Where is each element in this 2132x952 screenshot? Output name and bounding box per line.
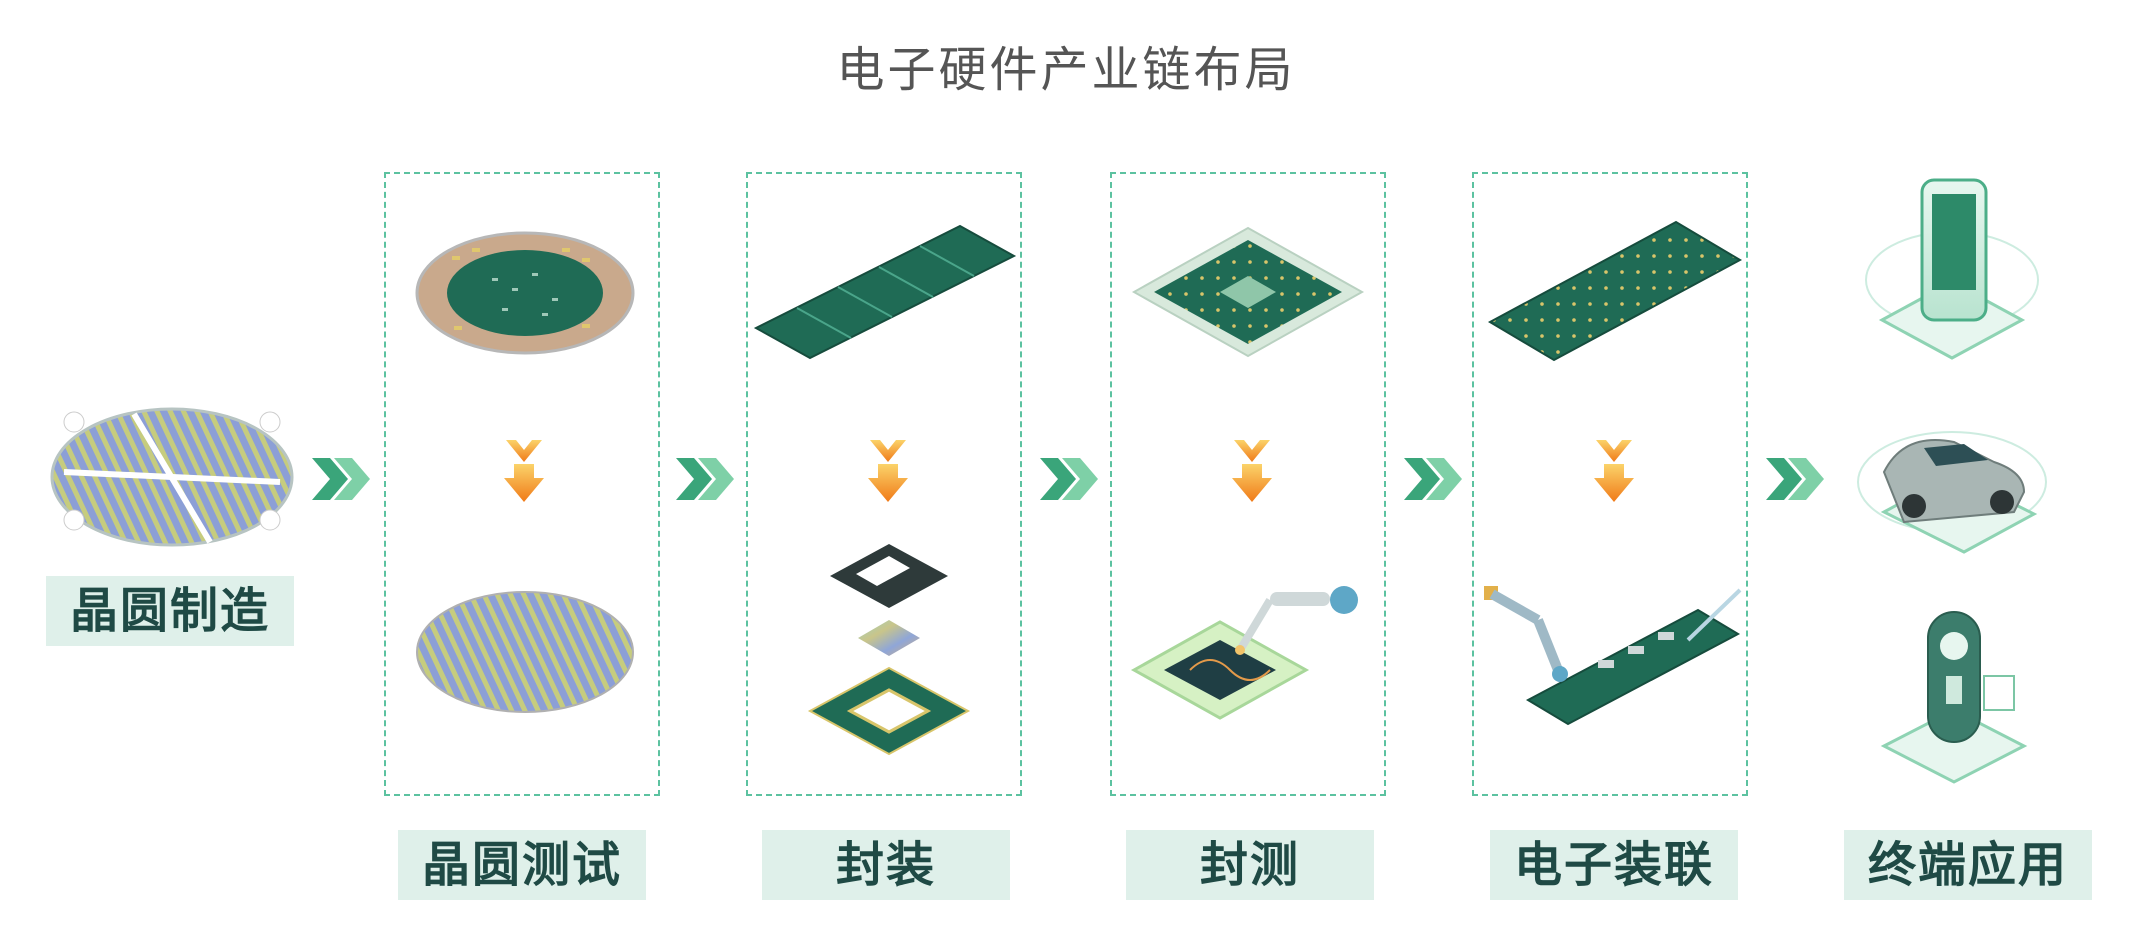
pcb-board-icon bbox=[1487, 220, 1743, 362]
down-arrow-icon bbox=[504, 440, 544, 502]
stage-box-assembly bbox=[1472, 172, 1748, 796]
stage-label-packaging: 封装 bbox=[762, 830, 1010, 900]
stage-box-wafer-test bbox=[384, 172, 660, 796]
smart-lock-icon bbox=[1880, 611, 2028, 784]
car-icon bbox=[1857, 431, 2047, 554]
chip-icon bbox=[830, 544, 948, 608]
down-arrow-icon bbox=[868, 440, 908, 502]
chevron-right-icon bbox=[1766, 458, 1824, 500]
robot-arm-assembly-icon bbox=[1484, 586, 1742, 726]
stage-label-end-application: 终端应用 bbox=[1844, 830, 2092, 900]
down-arrow-icon bbox=[1232, 440, 1272, 502]
down-arrow-icon bbox=[1594, 440, 1634, 502]
stage-label-wafer-manufacturing: 晶圆制造 bbox=[46, 576, 294, 646]
robot-arm-chip-test-icon bbox=[1130, 586, 1358, 720]
phone-icon bbox=[1865, 178, 2039, 360]
pcb-strip-icon bbox=[753, 224, 1017, 360]
die-icon bbox=[858, 620, 920, 656]
chevron-right-icon bbox=[676, 458, 734, 500]
chevron-right-icon bbox=[1040, 458, 1098, 500]
chevron-right-icon bbox=[1404, 458, 1462, 500]
wafer-icon bbox=[50, 407, 294, 547]
stage-label-package-test: 封测 bbox=[1126, 830, 1374, 900]
package-substrate-icon bbox=[807, 666, 971, 756]
stage-box-package-test bbox=[1110, 172, 1386, 796]
stage-box-packaging bbox=[746, 172, 1022, 796]
test-board-icon bbox=[1131, 226, 1365, 358]
wafer-test-board-icon bbox=[415, 231, 635, 355]
chevron-right-icon bbox=[312, 458, 370, 500]
stage-label-assembly: 电子装联 bbox=[1490, 830, 1738, 900]
page-title: 电子硬件产业链布局 bbox=[836, 42, 1296, 98]
stage-label-wafer-test: 晶圆测试 bbox=[398, 830, 646, 900]
wafer-icon bbox=[416, 591, 634, 713]
